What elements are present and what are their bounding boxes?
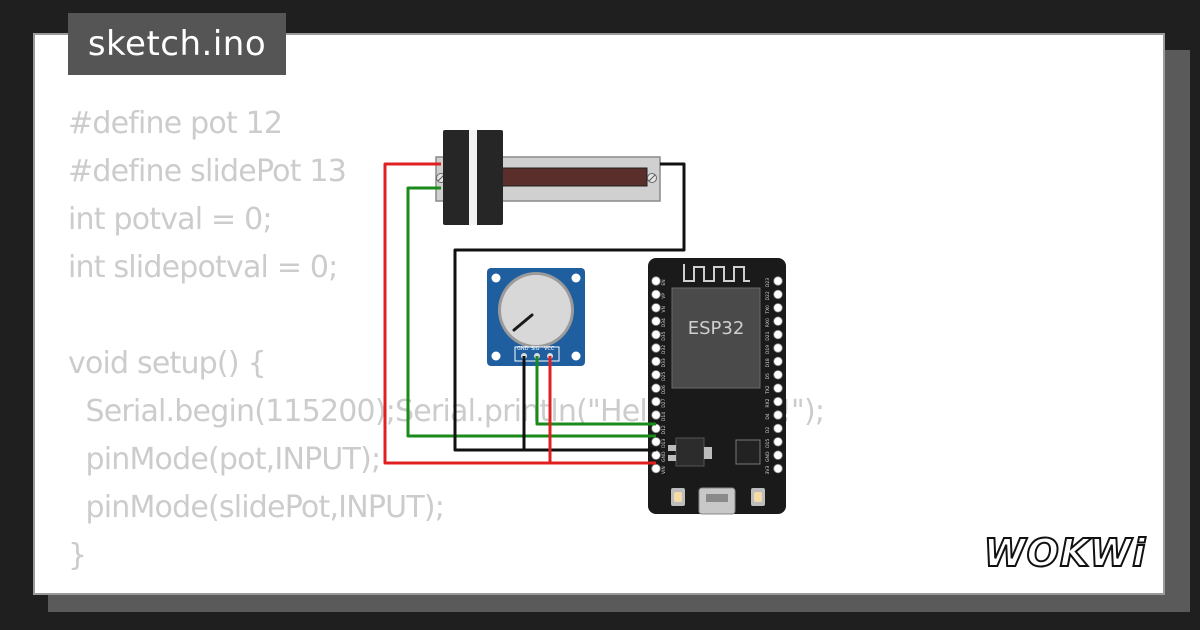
esp32-pin-right-rx2[interactable] [773,396,783,407]
code-line: #define pot 12 [68,106,283,141]
esp32-pin-right-tx0[interactable] [773,303,783,313]
esp32-pin-right-gnd[interactable] [773,450,783,460]
antenna-icon [683,264,750,282]
wire-green-slide-sig [406,186,656,438]
esp32-pin-label: D14 [661,412,667,421]
code-line: void setup() { [68,346,267,381]
preview-card [33,33,1165,595]
esp32-board[interactable]: ESP32 ENVPVND34D35D32D33D25D26D27D14D12D… [648,258,786,515]
esp32-pin-label: D2 [765,427,771,433]
esp32-pin-label: D33 [661,358,667,367]
esp32-pin-left-d26[interactable] [651,383,661,393]
esp32-pin-right-tx2[interactable] [773,383,783,393]
esp32-pin-right-d2[interactable] [773,423,783,434]
wires [383,162,686,465]
esp32-pin-label: GND [765,451,771,462]
pin-label-vcc: VCC [544,346,555,352]
wokwi-logo: WOKWi [983,530,1147,576]
pin-label-gnd: GND [517,346,529,352]
code-line: pinMode(slidePot,INPUT); [68,490,445,525]
esp32-pin-left-vp[interactable] [651,289,661,300]
esp32-pin-label: VN [661,306,667,312]
brand-name: WOKWi [984,531,1147,575]
esp32-pin-label: D15 [765,439,771,448]
esp32-pin-left-d25[interactable] [651,370,661,380]
esp32-pin-label: D19 [765,345,771,354]
esp32-pin-right-d21[interactable] [773,329,783,340]
esp32-pin-label: D22 [765,291,771,300]
esp32-pin-left-d34[interactable] [651,316,661,326]
code-line: pinMode(pot,INPUT); [68,442,381,477]
esp32-pin-right-d22[interactable] [773,289,783,300]
esp32-pin-label: D26 [661,385,667,394]
slide-potentiometer[interactable] [435,130,661,225]
esp32-pin-label: D34 [661,318,667,327]
esp32-pin-left-vn[interactable] [651,303,661,313]
esp32-pin-left-d32[interactable] [651,343,661,353]
esp32-pin-label: D27 [661,398,667,407]
rotary-potentiometer[interactable]: GND SIG VCC [487,268,585,366]
esp32-pin-label: D5 [765,373,771,379]
esp32-pin-label: D18 [765,358,771,367]
wire-red-slide-vcc [383,162,656,465]
esp32-pin-label: TX2 [765,385,771,395]
esp32-pin-right-d4[interactable] [773,410,783,420]
esp32-pin-label: VP [661,293,667,299]
esp32-pin-left-d35[interactable] [651,329,661,340]
esp32-label: ESP32 [688,318,745,339]
esp32-pin-left-gnd[interactable] [651,450,661,460]
esp32-pin-label: GND [661,451,667,462]
esp32-pin-left-d13[interactable] [651,437,661,447]
esp32-pin-left-en[interactable] [651,276,661,286]
code-line: int slidepotval = 0; [68,250,338,285]
esp32-pin-label: D35 [661,331,667,340]
esp32-pin-right-d5[interactable] [773,370,783,380]
esp32-pin-label: D25 [661,372,667,381]
knob-indicator [512,313,534,332]
esp32-pin-label: D21 [765,331,771,340]
esp32-pin-right-rx0[interactable] [773,316,783,326]
esp32-pin-label: RX0 [765,318,771,327]
esp32-pin-label: D32 [661,345,667,354]
esp32-pin-right-3v3[interactable] [773,463,783,474]
pin-label-sig: SIG [531,346,540,352]
esp32-pin-label: EN [661,279,667,285]
file-tab[interactable]: sketch.ino [68,13,286,75]
esp32-pin-left-d33[interactable] [651,356,661,367]
code-line: #define slidePot 13 [68,154,347,189]
esp32-pin-left-vin[interactable] [651,463,661,474]
esp32-pin-left-d14[interactable] [651,410,661,420]
esp32-pin-label: TX0 [765,305,771,315]
esp32-pin-right-d18[interactable] [773,356,783,367]
esp32-pin-label: D4 [765,413,771,419]
esp32-pin-label: VIN [661,466,667,474]
esp32-pin-label: D13 [661,439,667,448]
wire-green-pot-sig [535,356,656,426]
wire-black-slide-gnd [453,162,686,452]
esp32-pin-label: D23 [765,278,771,287]
esp32-pin-label: D12 [661,425,667,434]
esp32-pin-label: 3V3 [765,466,771,475]
esp32-pin-label: RX2 [765,398,771,407]
esp32-pin-left-d27[interactable] [651,396,661,407]
code-line: } [68,538,87,573]
esp32-pin-right-d15[interactable] [773,437,783,447]
code-line: int potval = 0; [68,202,272,237]
esp32-pin-right-d19[interactable] [773,343,783,353]
esp32-pin-right-d23[interactable] [773,276,783,286]
